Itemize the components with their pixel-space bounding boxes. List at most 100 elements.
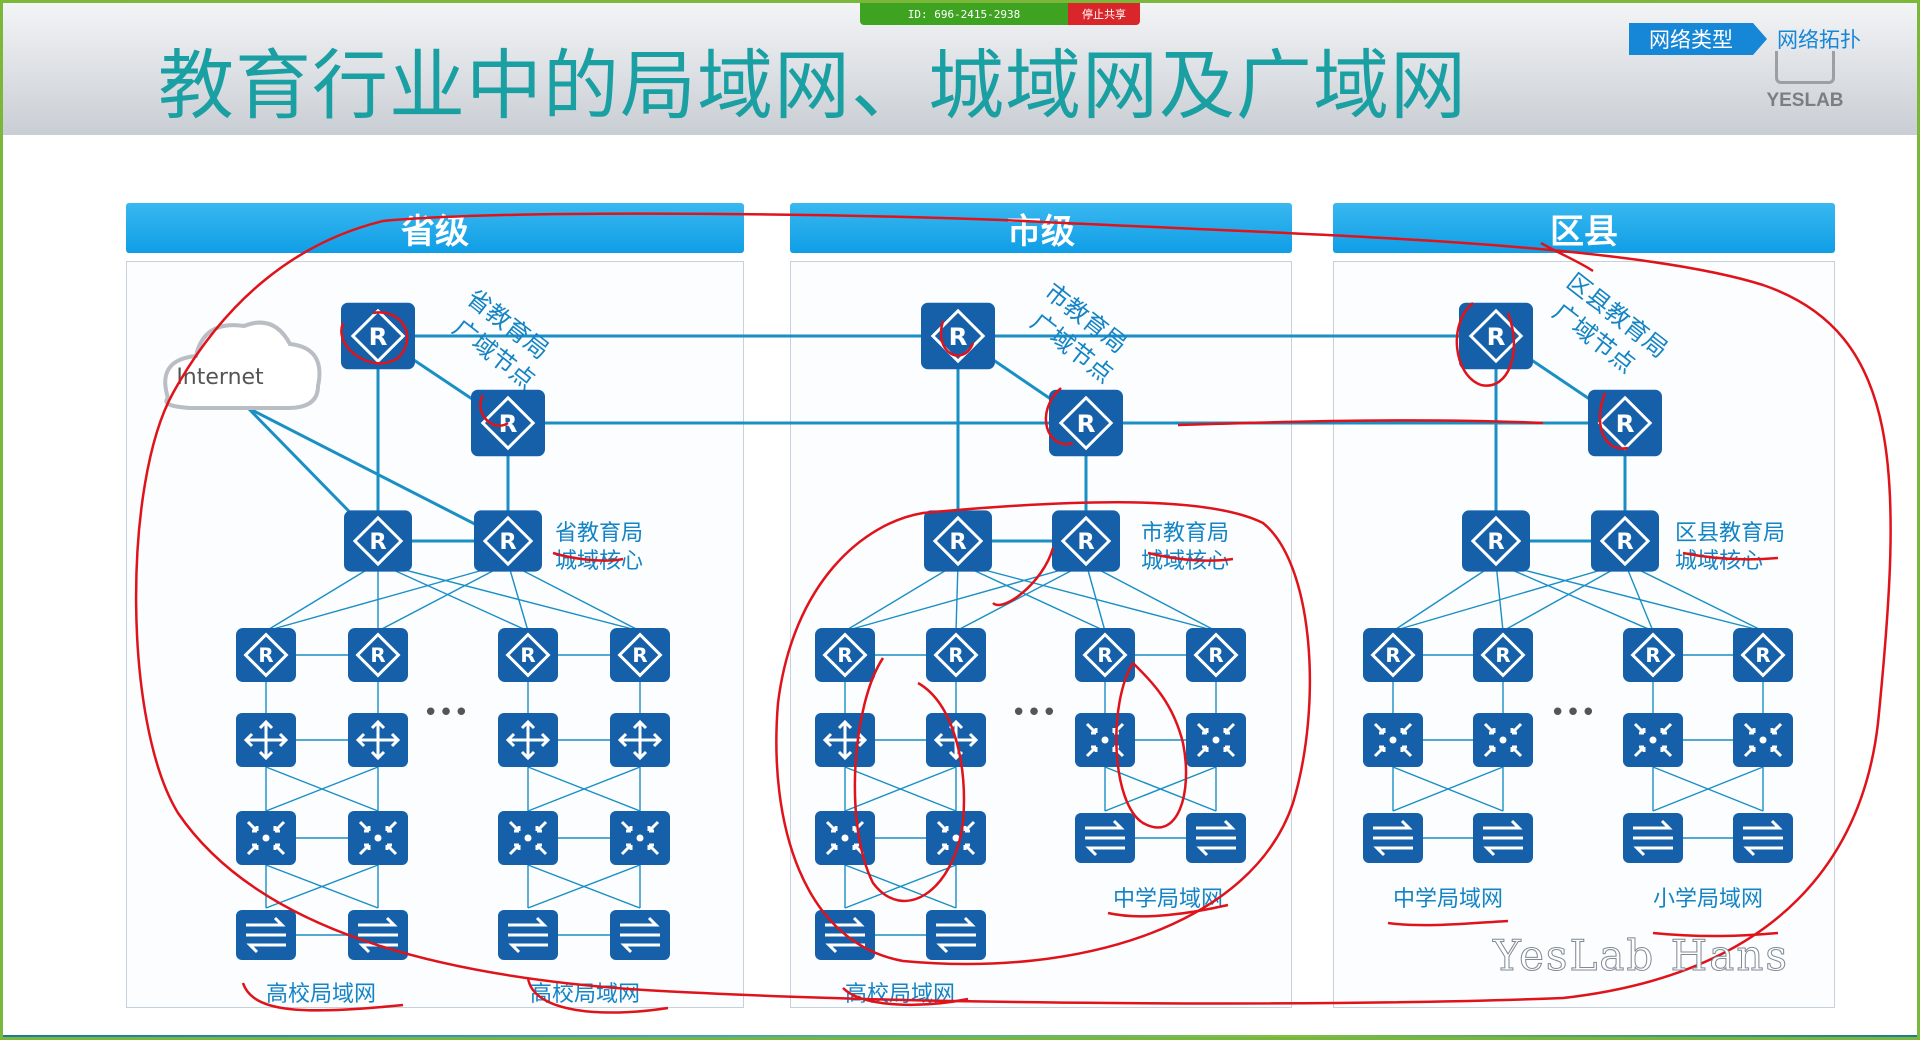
county-core-1650 bbox=[1623, 713, 1683, 767]
county-l2-1760 bbox=[1733, 813, 1793, 863]
router-letter: R bbox=[837, 644, 852, 667]
city-right-r-1213: R bbox=[1186, 628, 1246, 682]
city-right-core-1213 bbox=[1186, 713, 1246, 767]
internet-label: Internet bbox=[176, 365, 264, 390]
router-letter: R bbox=[1385, 644, 1400, 667]
province-l2-637 bbox=[610, 910, 670, 960]
router-letter: R bbox=[1495, 644, 1510, 667]
router-letter: R bbox=[258, 644, 273, 667]
lan-links bbox=[265, 562, 1764, 936]
core-router-0-b: R bbox=[474, 510, 542, 572]
city-right-r-1102: R bbox=[1075, 628, 1135, 682]
county-core-label-line0: 区县教育局 bbox=[1675, 521, 1785, 546]
column-header-province: 省级 bbox=[126, 203, 744, 253]
router-letter: R bbox=[949, 529, 966, 555]
router-letter: R bbox=[632, 644, 647, 667]
core-router-0-a: R bbox=[344, 510, 412, 572]
router-letter: R bbox=[1755, 644, 1770, 667]
county-l2-1390 bbox=[1363, 813, 1423, 863]
province-l3-263 bbox=[236, 713, 296, 767]
province-core-637 bbox=[610, 811, 670, 865]
column-header-county: 区县 bbox=[1333, 203, 1835, 253]
county-r-1500: R bbox=[1473, 628, 1533, 682]
handwritten-annotations bbox=[134, 212, 1892, 1014]
city-r-953: R bbox=[926, 628, 986, 682]
county-core-1500 bbox=[1473, 713, 1533, 767]
nav-network-topology[interactable]: 网络拓扑 bbox=[1777, 28, 1861, 52]
lan-label-province-left: 高校局域网 bbox=[266, 982, 376, 1007]
section-nav: 网络类型 网络拓扑 bbox=[1629, 23, 1871, 55]
stop-share-button[interactable]: 停止共享 bbox=[1068, 3, 1140, 25]
province-l3-637 bbox=[610, 713, 670, 767]
county-r-1760: R bbox=[1733, 628, 1793, 682]
nav-arrow-icon bbox=[1753, 23, 1767, 55]
router-letter: R bbox=[1616, 529, 1633, 555]
router-letter: R bbox=[1208, 644, 1223, 667]
city-right-l2-1102 bbox=[1075, 813, 1135, 863]
province-l2-375 bbox=[348, 910, 408, 960]
router-letter: R bbox=[499, 529, 516, 555]
router-letter: R bbox=[1487, 322, 1506, 351]
county-l2-1500 bbox=[1473, 813, 1533, 863]
province-core-label-line0: 省教育局 bbox=[555, 521, 643, 546]
router-letter: R bbox=[1097, 644, 1112, 667]
yeslab-logo: YESLAB bbox=[1763, 51, 1847, 113]
county-core-1390 bbox=[1363, 713, 1423, 767]
core-router-2-b: R bbox=[1591, 510, 1659, 572]
city-core-842 bbox=[815, 811, 875, 865]
city-l3-842 bbox=[815, 713, 875, 767]
city-ellipsis: ••• bbox=[1011, 698, 1057, 728]
watermark: YesLab Hans bbox=[1493, 931, 1789, 981]
province-r-525: R bbox=[498, 628, 558, 682]
county-r-1390: R bbox=[1363, 628, 1423, 682]
province-l2-263 bbox=[236, 910, 296, 960]
city-right-core-1102 bbox=[1075, 713, 1135, 767]
city-l2-953 bbox=[926, 910, 986, 960]
router-letter: R bbox=[520, 644, 535, 667]
province-l3-525 bbox=[498, 713, 558, 767]
city-core-953 bbox=[926, 811, 986, 865]
province-ellipsis: ••• bbox=[423, 698, 469, 728]
nav-network-type[interactable]: 网络类型 bbox=[1629, 23, 1753, 55]
county-l2-1650 bbox=[1623, 813, 1683, 863]
bottom-strip bbox=[3, 1035, 1917, 1037]
city-wan-router-1: R bbox=[921, 302, 995, 370]
lan-label-county-left: 中学局域网 bbox=[1393, 887, 1503, 912]
core-router-2-a: R bbox=[1462, 510, 1530, 572]
province-r-375: R bbox=[348, 628, 408, 682]
slide-title: 教育行业中的局域网、城域网及广域网 bbox=[158, 41, 1467, 130]
county-wan-router-1: R bbox=[1459, 302, 1533, 370]
router-letter: R bbox=[1645, 644, 1660, 667]
router-letter: R bbox=[949, 322, 968, 351]
province-wan-router-1: R bbox=[341, 302, 415, 370]
city-core-label-line0: 市教育局 bbox=[1141, 521, 1229, 546]
screen-share-bar: ID: 696-2415-2938 停止共享 bbox=[860, 3, 1140, 25]
core-router-1-b: R bbox=[1052, 510, 1120, 572]
router-letter: R bbox=[948, 644, 963, 667]
router-letter: R bbox=[1487, 529, 1504, 555]
router-letter: R bbox=[369, 529, 386, 555]
province-l2-525 bbox=[498, 910, 558, 960]
column-header-city: 市级 bbox=[790, 203, 1292, 253]
city-r-842: R bbox=[815, 628, 875, 682]
core-router-1-a: R bbox=[924, 510, 992, 572]
province-core-525 bbox=[498, 811, 558, 865]
logo-mark-icon bbox=[1775, 51, 1835, 84]
router-letter: R bbox=[1077, 529, 1094, 555]
logo-text: YESLAB bbox=[1766, 90, 1844, 111]
county-ellipsis: ••• bbox=[1550, 698, 1596, 728]
province-r-637: R bbox=[610, 628, 670, 682]
province-core-375 bbox=[348, 811, 408, 865]
router-letter: R bbox=[1616, 409, 1635, 438]
city-wan-router-2: R bbox=[1049, 389, 1123, 457]
province-core-263 bbox=[236, 811, 296, 865]
title-bar bbox=[3, 3, 1917, 135]
router-letter: R bbox=[1077, 409, 1096, 438]
county-core-1760 bbox=[1733, 713, 1793, 767]
province-r-263: R bbox=[236, 628, 296, 682]
city-right-l2-1213 bbox=[1186, 813, 1246, 863]
county-r-1650: R bbox=[1623, 628, 1683, 682]
